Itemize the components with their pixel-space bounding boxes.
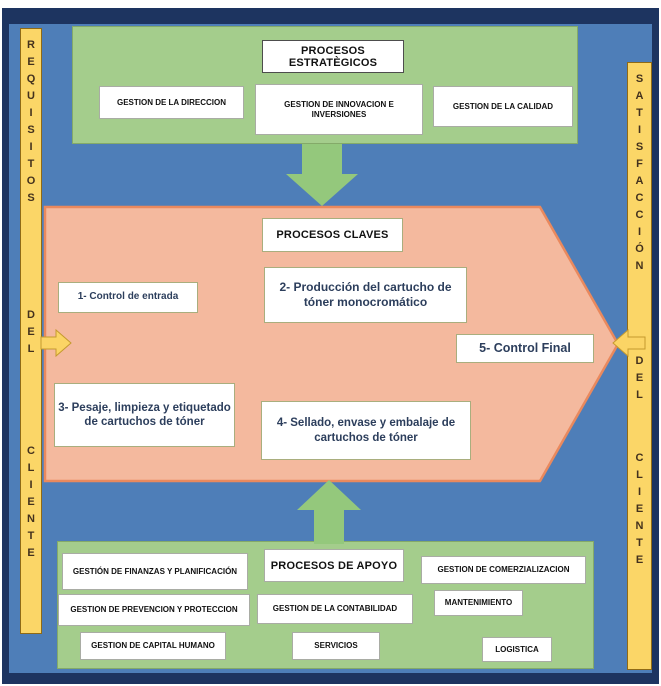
strategic-title: PROCESOS ESTRATÈGICOS (262, 40, 404, 73)
up-arrow-icon (297, 480, 361, 544)
key-item-sellado: 4- Sellado, envase y embalaje de cartuch… (261, 401, 471, 460)
support-item-finanzas: GESTIÓN DE FINANZAS Y PLANIFICACIÓN (62, 553, 248, 590)
support-item-servicios: SERVICIOS (292, 632, 380, 660)
satisfaction-client-bar: S A T I S F A C C I Ó N D E L C L I E N … (627, 62, 652, 670)
output-arrow-icon (612, 328, 646, 358)
support-item-capital-humano: GESTION DE CAPITAL HUMANO (80, 632, 226, 660)
strategic-item-innovacion: GESTION DE INNOVACION E INVERSIONES (255, 84, 423, 135)
support-title: PROCESOS DE APOYO (264, 549, 404, 582)
support-item-contabilidad: GESTION DE LA CONTABILIDAD (257, 594, 413, 624)
key-item-control-final: 5- Control Final (456, 334, 594, 363)
support-item-mantenimiento: MANTENIMIENTO (434, 590, 523, 616)
support-item-logistica: LOGISTICA (482, 637, 552, 662)
strategic-item-calidad: GESTION DE LA CALIDAD (433, 86, 573, 127)
support-item-prevencion: GESTION DE PREVENCION Y PROTECCION (58, 594, 250, 626)
vertical-word: S A T I S F A C C I Ó N (635, 73, 644, 272)
down-arrow-icon (286, 144, 358, 206)
key-item-pesaje: 3- Pesaje, limpieza y etiquetado de cart… (54, 383, 235, 447)
vertical-word: C L I E N T E (27, 445, 35, 559)
key-item-produccion: 2- Producción del cartucho de tóner mono… (264, 267, 467, 323)
vertical-word: C L I E N T E (635, 452, 644, 566)
vertical-word: D E L (635, 355, 644, 401)
support-item-comerzializacion: GESTION DE COMERZIALIZACION (421, 556, 586, 584)
strategic-item-direccion: GESTION DE LA DIRECCION (99, 86, 244, 119)
input-arrow-icon (40, 328, 72, 358)
requirements-client-bar: R E Q U I S I T O S D E L C L I E N T E (20, 28, 42, 634)
key-title: PROCESOS CLAVES (262, 218, 403, 252)
vertical-word: R E Q U I S I T O S (26, 39, 36, 204)
vertical-word: D E L (27, 309, 35, 355)
key-item-control-entrada: 1- Control de entrada (58, 282, 198, 313)
